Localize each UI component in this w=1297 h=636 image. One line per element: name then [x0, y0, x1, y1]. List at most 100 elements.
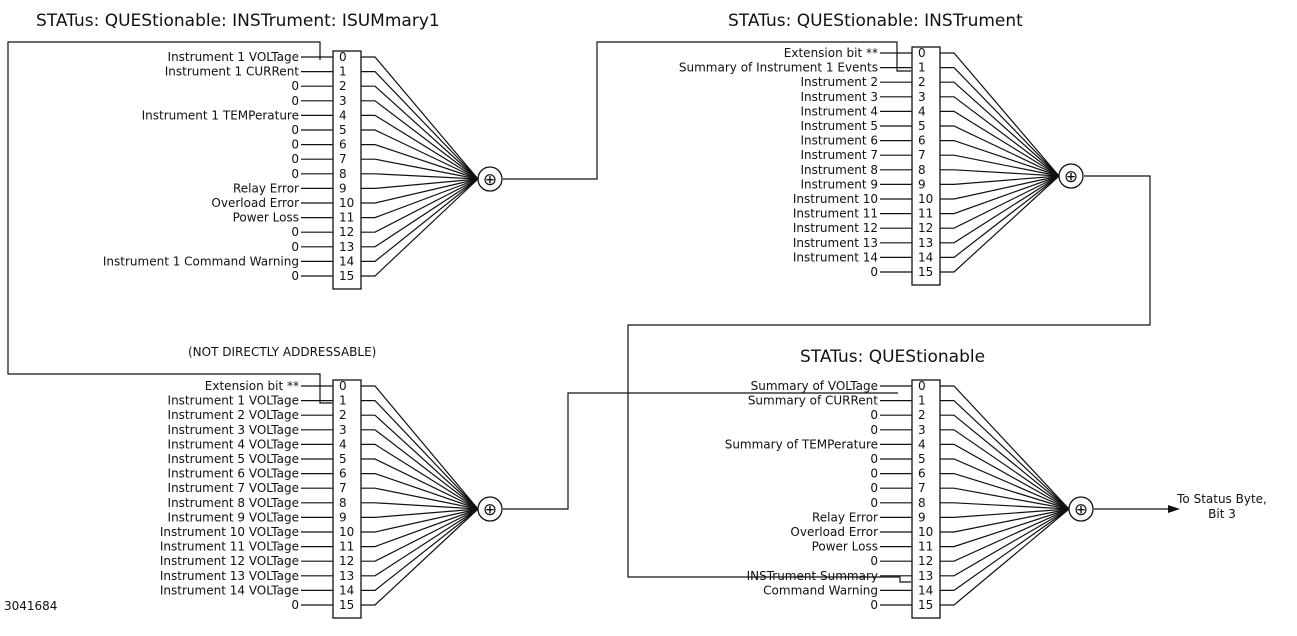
- bit-number: 1: [918, 61, 926, 75]
- bit-label: Instrument 11 VOLTage: [160, 540, 299, 554]
- bit-number: 3: [918, 423, 926, 437]
- bit-label: Instrument 1 TEMPerature: [142, 108, 299, 122]
- fan-line: [361, 85, 479, 180]
- bit-number: 4: [339, 437, 347, 451]
- wire-instrument-to-questionable: [627, 175, 1151, 583]
- bit-number: 6: [918, 467, 926, 481]
- connection-wires: [7, 41, 1151, 583]
- bit-number: 8: [918, 163, 926, 177]
- bit-number: 15: [918, 265, 933, 279]
- fan-line: [361, 385, 479, 510]
- bit-label: Overload Error: [211, 196, 299, 210]
- fan-line: [940, 175, 1060, 215]
- bit-label: Instrument 2 VOLTage: [168, 408, 299, 422]
- fan-line: [940, 175, 1060, 244]
- fan-line: [361, 502, 479, 510]
- bit-label: Summary of CURRent: [748, 394, 878, 408]
- bit-number: 13: [918, 569, 933, 583]
- fan-line: [361, 429, 479, 510]
- fan-line: [940, 400, 1070, 510]
- bit-number: 2: [918, 75, 926, 89]
- bit-label: 0: [291, 225, 299, 239]
- bit-number: 14: [918, 250, 933, 264]
- bit-register-box: [911, 379, 941, 619]
- bit-register-box: [911, 46, 941, 286]
- fan-line: [940, 508, 1070, 606]
- fan-line: [940, 96, 1060, 177]
- fan-line: [940, 154, 1060, 177]
- bit-number: 2: [918, 408, 926, 422]
- fan-line: [940, 473, 1070, 510]
- bit-label: Instrument 10 VOLTage: [160, 525, 299, 539]
- fan-line: [940, 508, 1070, 577]
- bit-number: 4: [918, 437, 926, 451]
- fan-line: [361, 414, 479, 510]
- bit-label: Instrument 3: [801, 90, 878, 104]
- bit-number: 0: [918, 379, 926, 393]
- bit-number: 10: [339, 525, 354, 539]
- bit-number: 11: [339, 540, 354, 554]
- fan-line: [361, 114, 479, 180]
- bit-label: Overload Error: [790, 525, 878, 539]
- bit-label: 0: [291, 240, 299, 254]
- summation-symbol-icon: ⊕: [483, 500, 497, 520]
- bit-number: 0: [339, 379, 347, 393]
- summation-symbol-icon: ⊕: [1064, 167, 1078, 187]
- title-not-addressable: (NOT DIRECTLY ADDRESSABLE): [188, 345, 376, 359]
- bit-number: 12: [918, 221, 933, 235]
- fan-line: [940, 443, 1070, 510]
- fan-line: [940, 414, 1070, 510]
- fan-line: [361, 178, 479, 233]
- bit-label: Relay Error: [812, 510, 878, 524]
- bit-label: Instrument 7 VOLTage: [168, 481, 299, 495]
- bit-label: Instrument 11: [793, 207, 878, 221]
- fan-line: [361, 178, 479, 277]
- bit-label: 0: [870, 598, 878, 612]
- bit-label: 0: [291, 138, 299, 152]
- fan-line: [361, 129, 479, 180]
- bit-label: Instrument 5 VOLTage: [168, 452, 299, 466]
- bit-number: 9: [339, 510, 347, 524]
- fan-line: [940, 487, 1070, 510]
- bit-label: Instrument 6: [801, 134, 878, 148]
- fan-line: [940, 175, 1060, 273]
- fan-line: [361, 173, 479, 180]
- title-questionable: STATus: QUEStionable: [800, 347, 985, 367]
- bit-label: Instrument 1 Command Warning: [103, 254, 299, 268]
- bit-number: 15: [339, 598, 354, 612]
- fan-line: [940, 169, 1060, 177]
- fan-line: [940, 508, 1070, 548]
- fan-line: [940, 175, 1060, 258]
- bit-number: 12: [339, 225, 354, 239]
- bit-label: 0: [870, 481, 878, 495]
- bit-register-box: [332, 50, 362, 290]
- fan-line: [361, 458, 479, 510]
- bit-label: 0: [291, 94, 299, 108]
- fan-line: [361, 178, 479, 219]
- fan-line: [940, 175, 1060, 200]
- fan-line: [361, 144, 479, 180]
- fan-line: [361, 508, 479, 606]
- fan-line: [361, 487, 479, 510]
- fan-line: [361, 508, 479, 548]
- wire-voltage-summary-to-isum: [7, 41, 332, 404]
- bit-label: 0: [870, 467, 878, 481]
- fan-line: [361, 178, 479, 248]
- bit-label: Instrument 3 VOLTage: [168, 423, 299, 437]
- bit-label: 0: [870, 265, 878, 279]
- fan-line: [361, 473, 479, 510]
- bit-label: 0: [291, 123, 299, 137]
- bit-number: 7: [918, 481, 926, 495]
- fan-line: [940, 429, 1070, 510]
- fan-line: [361, 178, 479, 262]
- bit-number: 10: [339, 196, 354, 210]
- bit-number: 4: [339, 108, 347, 122]
- bit-number: 2: [339, 408, 347, 422]
- bit-label: 0: [291, 152, 299, 166]
- fan-line: [361, 158, 479, 180]
- fan-line: [940, 508, 1070, 562]
- wire-isum-to-instrument: [503, 41, 911, 180]
- fan-line: [940, 125, 1060, 177]
- fan-line: [361, 443, 479, 510]
